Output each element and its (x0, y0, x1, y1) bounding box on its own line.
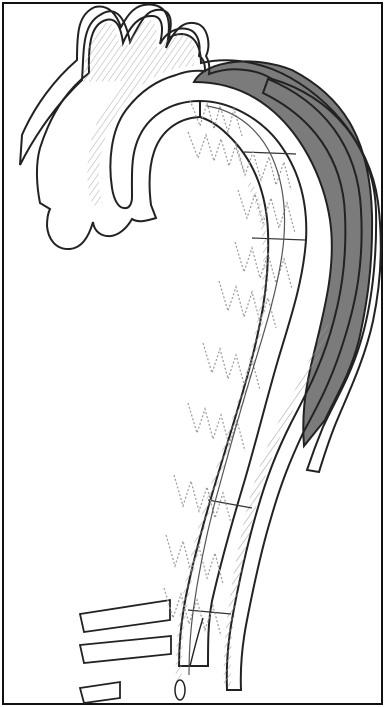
vessel-opening (175, 680, 185, 700)
